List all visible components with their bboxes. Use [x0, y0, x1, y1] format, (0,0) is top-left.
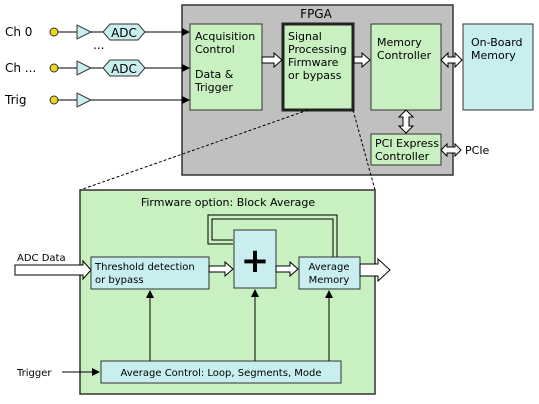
adc-bottom-label: ADC: [111, 62, 137, 76]
adc-top-label: ADC: [111, 26, 137, 40]
acq-to-signal-arrow: [261, 51, 283, 69]
ch0-amplifier: [76, 24, 93, 40]
trig-amplifier: [76, 92, 93, 108]
trig-label: Trig: [4, 93, 26, 107]
pcie-controller-block: [370, 133, 442, 166]
acquisition-label-line1: Acquisition: [195, 30, 255, 43]
threshold-line1: Threshold detection: [94, 262, 195, 273]
adder-to-average-arrow: [275, 260, 299, 278]
detail-title: Firmware option: Block Average: [141, 196, 316, 209]
memory-controller-block: [370, 23, 442, 111]
fpga-title: FPGA: [300, 7, 332, 21]
ch0-label: Ch 0: [5, 25, 32, 39]
ch0-input-dot: [49, 27, 59, 37]
average-output-arrow: [359, 257, 391, 283]
onboard-memory-line2: Memory: [471, 49, 516, 62]
feedback-loop-outer: [207, 214, 338, 257]
threshold-detection-block: [90, 256, 210, 290]
average-line1: Average: [308, 262, 349, 273]
adc-data-label: ADC Data: [17, 253, 66, 264]
memory-pcie-arrow: [397, 109, 415, 134]
average-line2: Memory: [309, 275, 350, 286]
signal-label-line3: Firmware: [288, 56, 339, 69]
ellipsis-label: ...: [93, 38, 104, 52]
adder-block: [233, 229, 277, 289]
signal-label-line1: Signal: [288, 30, 322, 43]
memory-controller-line1: Memory: [377, 36, 422, 49]
adc-data-arrow: [14, 259, 92, 281]
memory-controller-line2: Controller: [377, 49, 432, 62]
signal-processing-block: [281, 22, 355, 112]
zoom-line-left: [79, 109, 309, 191]
chn-amplifier: [76, 60, 93, 76]
data-trigger-label-line2: Trigger: [194, 81, 233, 94]
acquisition-control-block: [189, 23, 263, 111]
chn-label: Ch ...: [5, 61, 36, 75]
average-control-block: [100, 360, 342, 384]
chn-input-dot: [49, 63, 59, 73]
pcie-controller-line1: PCI Express: [375, 137, 439, 150]
onboard-memory-line1: On-Board: [471, 36, 523, 49]
onboard-memory-block: [462, 23, 534, 111]
threshold-line2: or bypass: [95, 275, 144, 286]
trig-input-dot: [49, 95, 59, 105]
pcie-label: PCIe: [465, 144, 490, 157]
adder-plus-sign: +: [241, 241, 270, 281]
feedback-loop-inner: [211, 218, 334, 257]
memory-onboard-arrow: [440, 51, 463, 69]
signal-to-memory-arrow: [353, 51, 371, 69]
signal-label-line2: Processing: [288, 43, 347, 56]
average-control-label: Average Control: Loop, Segments, Mode: [120, 368, 321, 379]
data-trigger-label-line1: Data &: [195, 68, 234, 81]
average-memory-block: [298, 256, 361, 290]
pcie-controller-line2: Controller: [375, 150, 430, 163]
acquisition-label-line2: Control: [195, 43, 235, 56]
pcie-out-arrow: [440, 142, 462, 158]
signal-label-line4: or bypass: [288, 69, 342, 82]
threshold-to-adder-arrow: [208, 260, 234, 278]
trigger-label: Trigger: [16, 368, 52, 379]
zoom-line-right: [352, 109, 376, 191]
